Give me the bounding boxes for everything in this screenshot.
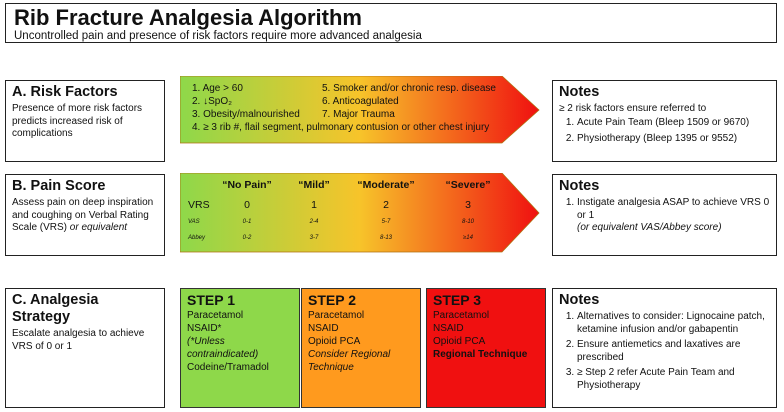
- notes-item: Physiotherapy (Bleep 1395 or 9552): [577, 133, 770, 146]
- risk-factors-title: A. Risk Factors: [12, 84, 118, 100]
- notes-item: Ensure antiemetics and laxatives are pre…: [577, 339, 770, 364]
- pain-col-header: “Mild”: [298, 179, 330, 191]
- step-drug: Paracetamol: [187, 310, 244, 321]
- pain-row-label: Abbey: [188, 235, 206, 241]
- pain-cell: 0-2: [242, 235, 252, 241]
- notes-title: Notes: [559, 178, 600, 194]
- strategy-notes-panel: Notes Alternatives to consider: Lignocai…: [552, 288, 777, 408]
- strategy-panel: C. Analgesia Strategy Escalate analgesia…: [5, 288, 165, 408]
- gradient-arrow-shape: [180, 76, 540, 144]
- risk-list-left: 1. Age > 60 2. ↓SpO₂ 3. Obesity/malnouri…: [192, 82, 300, 121]
- risk-item: 5. Smoker and/or chronic resp. disease: [322, 83, 496, 94]
- risk-item: 4. ≥ 3 rib #, flail segment, pulmonary c…: [192, 122, 490, 133]
- page-subtitle: Uncontrolled pain and presence of risk f…: [14, 30, 422, 42]
- pain-cell: 8-10: [461, 219, 474, 225]
- step-title: STEP 1: [187, 292, 235, 308]
- risk-item: 3. Obesity/malnourished: [192, 109, 300, 120]
- notes-item: ≥ Step 2 refer Acute Pain Team and Physi…: [577, 367, 770, 392]
- step-drug: NSAID*: [187, 323, 222, 334]
- pain-cell: 2-4: [309, 219, 319, 225]
- step-1-box: STEP 1 Paracetamol NSAID* (*Unless contr…: [180, 288, 300, 408]
- risk-factors-panel: A. Risk Factors Presence of more risk fa…: [5, 80, 165, 162]
- risk-factors-arrow: 1. Age > 60 2. ↓SpO₂ 3. Obesity/malnouri…: [180, 76, 540, 144]
- notes-item-italic: (or equivalent VAS/Abbey score): [577, 222, 722, 233]
- pain-row-label: VRS: [188, 199, 210, 211]
- pain-score-panel: B. Pain Score Assess pain on deep inspir…: [5, 174, 165, 256]
- notes-item-text: Instigate analgesia ASAP to achieve VRS …: [577, 197, 770, 221]
- step-note: Regional Technique: [433, 349, 528, 360]
- strategy-description: Escalate analgesia to achieve VRS of 0 o…: [12, 328, 145, 352]
- step-drug: Opioid PCA: [308, 336, 361, 347]
- pain-score-description-text: Assess pain on deep inspiration and coug…: [12, 197, 154, 233]
- notes-intro: ≥ 2 risk factors ensure referred to: [559, 103, 707, 114]
- header: Rib Fracture Analgesia Algorithm Uncontr…: [5, 3, 777, 43]
- risk-item: 1. Age > 60: [192, 83, 243, 94]
- notes-list: Acute Pain Team (Bleep 1509 or 9670) Phy…: [559, 117, 770, 145]
- risk-factors-description: Presence of more risk factors predicts i…: [12, 103, 143, 139]
- pain-notes-panel: Notes Instigate analgesia ASAP to achiev…: [552, 174, 777, 256]
- notes-title: Notes: [559, 84, 600, 100]
- step-3-box: STEP 3 Paracetamol NSAID Opioid PCA Regi…: [426, 288, 546, 408]
- pain-row-label: VAS: [188, 219, 200, 225]
- page-title: Rib Fracture Analgesia Algorithm: [14, 5, 362, 30]
- step-drug: NSAID: [433, 323, 464, 334]
- risk-notes-panel: Notes ≥ 2 risk factors ensure referred t…: [552, 80, 777, 162]
- step-note: (*Unless contraindicated): [187, 336, 259, 360]
- notes-list: Instigate analgesia ASAP to achieve VRS …: [559, 197, 770, 235]
- pain-score-arrow: “No Pain” “Mild” “Moderate” “Severe” VRS…: [180, 173, 540, 253]
- pain-cell: 0-1: [242, 219, 252, 225]
- step-title: STEP 2: [308, 292, 356, 308]
- notes-list: Alternatives to consider: Lignocaine pat…: [559, 311, 770, 392]
- step-2-box: STEP 2 Paracetamol NSAID Opioid PCA Cons…: [301, 288, 421, 408]
- pain-cell: 0: [244, 199, 250, 211]
- pain-score-description-italic: or equivalent: [69, 222, 128, 233]
- step-drug: Paracetamol: [433, 310, 490, 321]
- pain-col-header: “Severe”: [445, 179, 491, 191]
- pain-cell: ≥14: [463, 235, 473, 241]
- step-title: STEP 3: [433, 292, 481, 308]
- risk-item: 6. Anticoagulated: [322, 96, 399, 107]
- pain-score-title: B. Pain Score: [12, 178, 106, 194]
- pain-cell: 8-13: [379, 235, 392, 241]
- step-note: Consider Regional Technique: [308, 349, 391, 373]
- pain-cell: 5-7: [381, 219, 391, 225]
- notes-item: Acute Pain Team (Bleep 1509 or 9670): [577, 117, 770, 130]
- notes-title: Notes: [559, 292, 600, 308]
- pain-cell: 2: [383, 199, 389, 211]
- step-drug: Opioid PCA: [433, 336, 486, 347]
- pain-col-header: “No Pain”: [222, 179, 272, 191]
- step-drug: Codeine/Tramadol: [187, 362, 269, 373]
- risk-list-right: 5. Smoker and/or chronic resp. disease 6…: [322, 82, 496, 121]
- notes-item: Instigate analgesia ASAP to achieve VRS …: [577, 197, 770, 235]
- risk-item: 2. ↓SpO₂: [192, 96, 233, 107]
- strategy-title: C. Analgesia Strategy: [12, 292, 99, 325]
- pain-col-header: “Moderate”: [357, 179, 415, 191]
- pain-cell: 1: [311, 199, 317, 211]
- gradient-arrow-shape: [180, 173, 540, 253]
- step-drug: NSAID: [308, 323, 339, 334]
- pain-cell: 3-7: [309, 235, 319, 241]
- pain-score-description: Assess pain on deep inspiration and coug…: [12, 197, 158, 235]
- risk-item: 7. Major Trauma: [322, 109, 395, 120]
- notes-item: Alternatives to consider: Lignocaine pat…: [577, 311, 770, 336]
- step-drug: Paracetamol: [308, 310, 365, 321]
- pain-cell: 3: [465, 199, 471, 211]
